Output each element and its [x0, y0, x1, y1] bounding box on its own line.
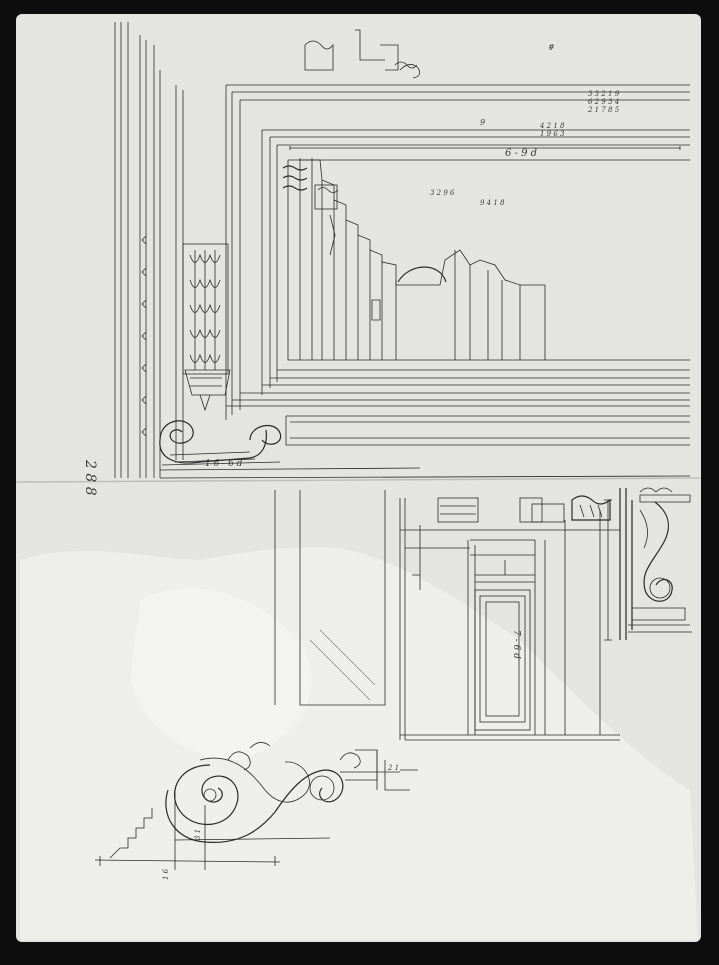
anthemion-ornament — [182, 243, 231, 412]
scroll-bracket-top — [159, 420, 282, 466]
top-dimension-label: 6 - 9 d — [505, 148, 537, 159]
svg-text:3 3 2 1 9: 3 3 2 1 9 — [588, 90, 620, 98]
svg-text:9: 9 — [480, 118, 485, 127]
svg-text:2 1 7 8 5: 2 1 7 8 5 — [587, 106, 620, 114]
cornice-profile-detail — [282, 158, 546, 360]
large-scroll-ornament — [94, 742, 418, 870]
side-number-label: 2 8 8 — [82, 459, 98, 496]
scroll-annotations: 1 6 3 1 2 1 — [162, 764, 399, 880]
svg-text:#: # — [548, 43, 555, 52]
handwritten-figures: 3 3 2 1 9 6 2 9 3 4 2 1 7 8 5 4 2 1 8 1 … — [430, 43, 620, 207]
svg-text:6 2 9 3 4: 6 2 9 3 4 — [588, 98, 619, 106]
svg-text:1 9 6 3: 1 9 6 3 — [540, 130, 565, 138]
cornice-drawing — [114, 22, 691, 479]
small-profile-sketches — [304, 29, 421, 79]
svg-text:4 2 1 8: 4 2 1 8 — [539, 122, 565, 130]
panel-outline — [274, 490, 386, 706]
svg-text:3 2 9 6: 3 2 9 6 — [430, 189, 455, 197]
water-stain-2 — [130, 587, 312, 760]
plinth-dimension-label: 1 6 - 6 d — [205, 459, 243, 469]
svg-text:9 4 1 8: 9 4 1 8 — [480, 199, 505, 207]
svg-text:2 1: 2 1 — [387, 764, 399, 772]
doorway-elevation — [399, 495, 620, 741]
svg-text:1 6: 1 6 — [162, 868, 170, 880]
console-bracket — [604, 487, 692, 641]
fold-line — [15, 477, 701, 483]
svg-text:3 1: 3 1 — [194, 829, 202, 840]
panel-height-label: 7 - 6 d — [511, 630, 521, 659]
